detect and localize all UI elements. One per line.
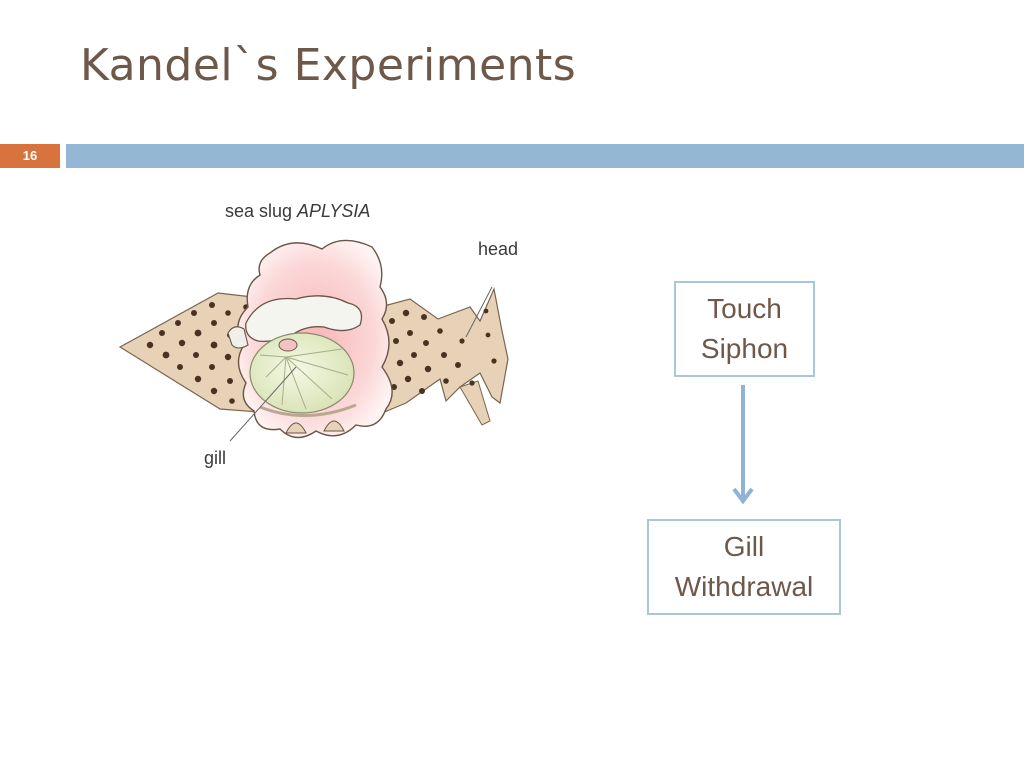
touch-siphon-box: Touch Siphon xyxy=(674,281,815,377)
aplysia-illustration: sea slug APLYSIA head gill xyxy=(110,195,550,485)
head-leader-line xyxy=(465,286,493,338)
slide-number: 16 xyxy=(0,144,60,168)
gill-label: gill xyxy=(204,448,227,468)
slide-title: Kandel`s Experiments xyxy=(80,40,577,91)
header-bar xyxy=(66,144,1024,168)
body-spots xyxy=(146,302,497,408)
touch-siphon-line1: Touch xyxy=(707,293,782,324)
illustration-title: sea slug APLYSIA xyxy=(225,201,371,221)
gill-withdrawal-line2: Withdrawal xyxy=(674,571,814,602)
down-arrow-icon xyxy=(732,385,754,505)
gill-withdrawal-line1: Gill xyxy=(723,531,765,562)
gill-leader-line xyxy=(229,366,297,442)
head-label: head xyxy=(478,239,519,259)
gill-shape xyxy=(249,332,355,414)
gill-withdrawal-box: Gill Withdrawal xyxy=(647,519,841,615)
siphon-shape xyxy=(245,295,363,343)
head-shape xyxy=(379,286,509,414)
touch-siphon-line2: Siphon xyxy=(700,333,789,364)
sea-slug-drawing xyxy=(118,239,509,442)
